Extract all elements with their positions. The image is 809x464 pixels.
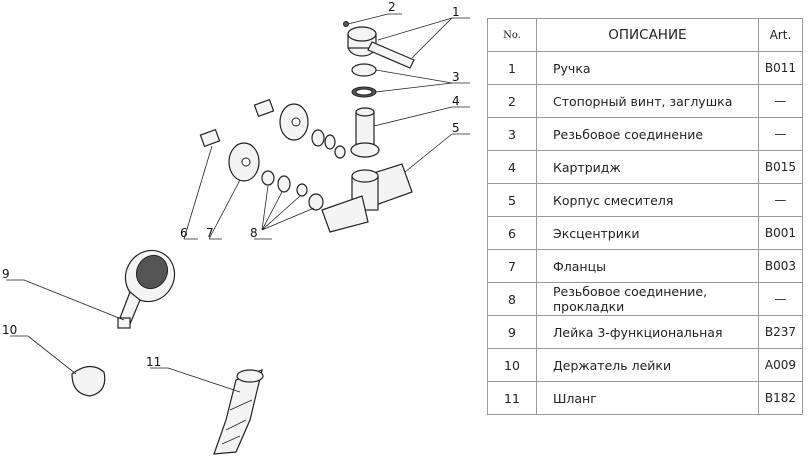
part-description: Стопорный винт, заглушка — [536, 84, 759, 118]
part-description: Держатель лейки — [536, 348, 759, 382]
part-number: 3 — [487, 117, 537, 151]
part-description: Картридж — [536, 150, 759, 184]
part-number: 2 — [487, 84, 537, 118]
part-hand-shower — [117, 249, 176, 329]
part-article: B237 — [757, 315, 804, 349]
callout-9: 9 — [2, 267, 10, 281]
part-cartridge — [350, 107, 380, 158]
callout-1: 1 — [452, 5, 460, 19]
exploded-parts-diagram: 1 2 3 4 5 6 7 8 9 10 11 — [2, 0, 470, 455]
part-thread-connection — [351, 63, 377, 98]
part-mixer-body — [321, 163, 413, 233]
part-number: 6 — [487, 216, 537, 250]
part-number: 7 — [487, 249, 537, 283]
callout-labels: 1 2 3 4 5 6 7 8 9 10 11 — [2, 0, 460, 369]
leader-lines — [6, 13, 470, 393]
part-article: — — [757, 282, 804, 316]
part-article: A009 — [757, 348, 804, 382]
part-article: B011 — [757, 51, 804, 85]
part-hose — [213, 369, 264, 455]
part-article: — — [757, 84, 804, 118]
part-shower-holder — [71, 365, 106, 397]
part-description: Шланг — [536, 381, 759, 415]
part-description: Ручка — [536, 51, 759, 85]
part-description: Эксцентрики — [536, 216, 759, 250]
part-description: Фланцы — [536, 249, 759, 283]
header-description: ОПИСАНИЕ — [536, 18, 759, 52]
part-number: 9 — [487, 315, 537, 349]
part-number: 1 — [487, 51, 537, 85]
part-article: B015 — [757, 150, 804, 184]
callout-2: 2 — [388, 0, 396, 14]
header-no: No. — [487, 18, 537, 52]
callout-7: 7 — [206, 226, 214, 240]
part-flanges — [228, 103, 309, 182]
part-number: 5 — [487, 183, 537, 217]
part-article: B003 — [757, 249, 804, 283]
table-header-row: No. ОПИСАНИЕ Art. — [487, 18, 804, 52]
callout-3: 3 — [452, 70, 460, 84]
part-article: — — [757, 183, 804, 217]
callout-8: 8 — [250, 226, 258, 240]
callout-10: 10 — [2, 323, 17, 337]
part-article: — — [757, 117, 804, 151]
callout-4: 4 — [452, 94, 460, 108]
part-description: Лейка 3-функциональная — [536, 315, 759, 349]
part-screw — [343, 21, 349, 27]
part-number: 8 — [487, 282, 537, 316]
part-description: Резьбовое соединение — [536, 117, 759, 151]
part-article: B001 — [757, 216, 804, 250]
part-article: B182 — [757, 381, 804, 415]
part-description: Корпус смесителя — [536, 183, 759, 217]
header-art: Art. — [757, 18, 804, 52]
callout-6: 6 — [180, 226, 188, 240]
part-number: 11 — [487, 381, 537, 415]
part-description: Резьбовое соединение, прокладки — [536, 282, 759, 316]
part-eccentrics — [199, 98, 275, 148]
part-number: 10 — [487, 348, 537, 382]
part-gaskets — [261, 129, 346, 211]
part-number: 4 — [487, 150, 537, 184]
callout-11: 11 — [146, 355, 161, 369]
part-handle — [347, 26, 415, 69]
callout-5: 5 — [452, 121, 460, 135]
